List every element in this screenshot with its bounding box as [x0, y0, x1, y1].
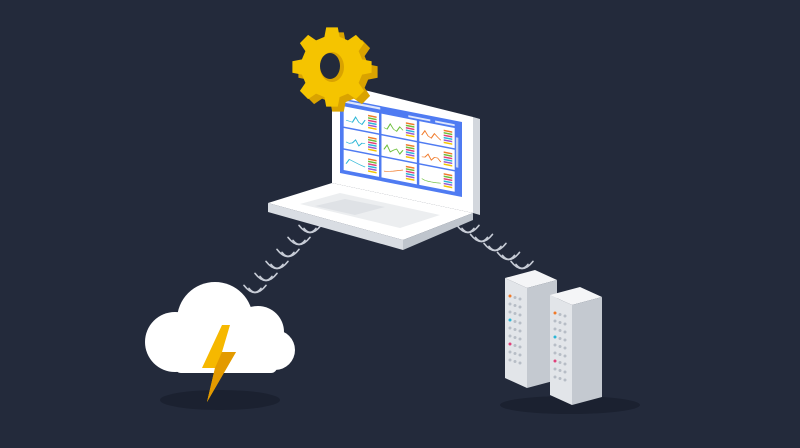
dashboard-panel: [343, 127, 380, 156]
server-tower: [505, 270, 557, 388]
gear-icon: [292, 27, 378, 112]
server-icon: [505, 270, 602, 405]
lightning-icon: [202, 325, 236, 402]
dashboard-panel: [343, 149, 380, 177]
dashboard-panel: [419, 121, 455, 149]
server-tower: [550, 287, 602, 405]
dashboard-panel: [419, 164, 455, 192]
dashboard-panel: [381, 157, 417, 185]
laptop-icon: [268, 82, 480, 250]
dashboard-panel: [343, 106, 380, 134]
dashboard-icon: [340, 98, 463, 198]
wireless-signal-icon: [243, 224, 322, 294]
wireless-signal-icon: [456, 224, 534, 270]
dashboard-panel: [381, 135, 417, 163]
dashboard-panel: [419, 142, 455, 171]
dashboard-panel: [381, 113, 417, 141]
